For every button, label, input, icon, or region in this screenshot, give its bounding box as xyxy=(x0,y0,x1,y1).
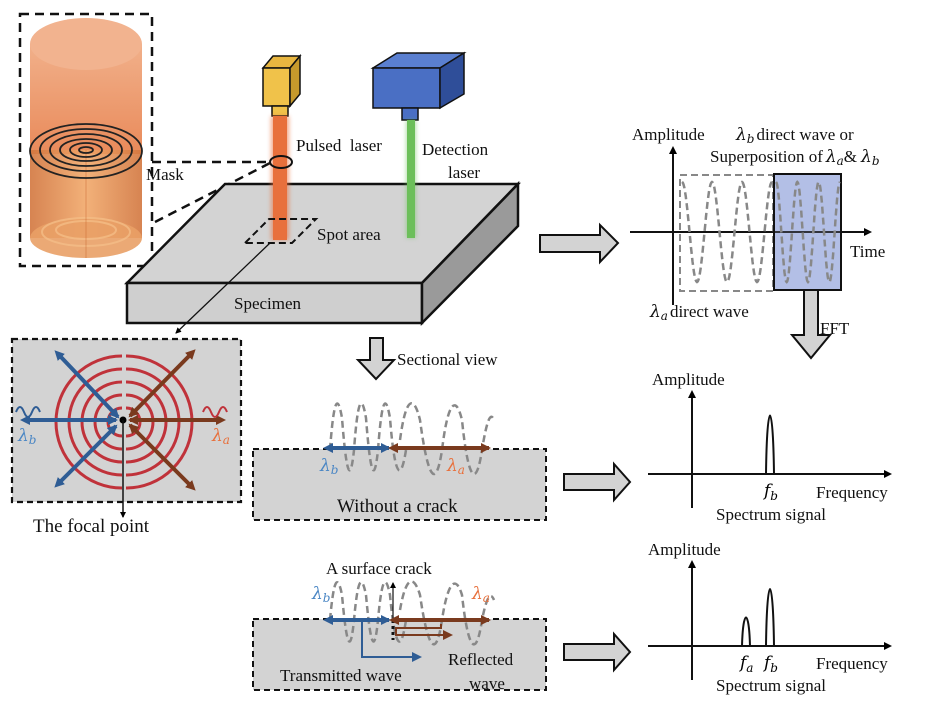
reflected-wave-label-line2: wave xyxy=(469,674,505,693)
transmitted-wave-label: Transmitted wave xyxy=(280,666,402,685)
spot-to-focal-leader xyxy=(175,242,271,334)
no-crack-lambda-b-label: λb xyxy=(319,456,338,477)
mask-rings-icon xyxy=(29,123,143,179)
spec1-caption: Spectrum signal xyxy=(716,505,826,524)
laser-beam-cylinder-icon xyxy=(30,18,142,258)
focal-lambda-a-label: λa xyxy=(211,426,230,447)
mask-label: Mask xyxy=(146,165,184,184)
mask-leader-bottom xyxy=(154,160,273,224)
pulsed-laser-head-icon xyxy=(261,53,302,117)
time-x-axis-label: Time xyxy=(850,242,885,261)
fft-label: FFT xyxy=(820,319,850,338)
detection-laser-head-icon xyxy=(370,51,467,121)
focal-point-caption: The focal point xyxy=(33,516,150,537)
spec1-x-axis-label: Frequency xyxy=(816,483,888,502)
no-crack-panel-border xyxy=(252,448,547,521)
time-wave-series-1 xyxy=(681,180,773,284)
spot-area-label: Spot area xyxy=(317,225,381,244)
specimen-label: Specimen xyxy=(234,294,302,313)
time-y-axis-label: Amplitude xyxy=(632,125,705,144)
crack-panel: λb λa Transmitted wave Reflected wave xyxy=(252,580,547,693)
mask-panel-border xyxy=(18,12,154,268)
detection-laser-label-line1: Detection xyxy=(422,140,489,159)
lambda-a-window xyxy=(679,174,774,292)
lambda-b-wave-icon xyxy=(15,406,41,418)
spectrum-peak-fb xyxy=(765,414,775,475)
crack-lambda-a-label: λa xyxy=(471,584,490,605)
focal-lambda-b-label: λb xyxy=(17,426,36,447)
spectrum-tick-label-fb: fb xyxy=(762,481,778,503)
lambda-a-arrows xyxy=(128,349,226,491)
spec2-x-axis-label: Frequency xyxy=(816,654,888,673)
spectrum-chart-no-crack: Amplitude Frequency Spectrum signal fb xyxy=(648,370,892,524)
spectrum-tick-label-fb: fb xyxy=(762,653,778,675)
to-time-signal-arrow xyxy=(539,222,620,265)
crack-lambda-b-label: λb xyxy=(311,584,330,605)
detection-laser-beam xyxy=(407,120,415,238)
sectional-view-arrow xyxy=(355,337,397,381)
time-wave-series-2 xyxy=(775,180,841,284)
fft-arrow xyxy=(789,289,833,360)
spec1-y-axis-label: Amplitude xyxy=(652,370,725,389)
to-spectrum-2-arrow xyxy=(563,631,632,673)
no-crack-caption: Without a crack xyxy=(337,496,458,517)
no-crack-panel: λb λa Without a crack xyxy=(252,401,547,521)
reflected-wave-label-line1: Reflected xyxy=(448,650,514,669)
specimen-block xyxy=(124,180,521,327)
lambda-b-arrows xyxy=(20,350,120,488)
specimen-side-face xyxy=(420,180,520,327)
beam-cross-section-marker xyxy=(269,155,293,169)
pulsed-laser-beam xyxy=(273,116,287,240)
surface-crack-title: A surface crack xyxy=(326,559,432,578)
spec2-y-axis-label: Amplitude xyxy=(648,540,721,559)
spectrum-peak-fb xyxy=(765,588,775,647)
lambda-a-wave-icon xyxy=(202,406,228,418)
spec2-caption: Spectrum signal xyxy=(716,676,826,695)
spot-area-outline xyxy=(242,218,319,244)
no-crack-lambda-a-label: λa xyxy=(446,456,465,477)
pulsed-laser-label: Pulsed laser xyxy=(296,136,382,155)
detection-laser-label-line2: laser xyxy=(448,163,480,182)
spectrum-peak-fa xyxy=(741,616,751,647)
reflected-wave-arrow xyxy=(395,624,453,640)
transmitted-wave-arrow xyxy=(361,620,422,662)
to-spectrum-1-arrow xyxy=(563,461,632,503)
spectrum-tick-label-fa: fa xyxy=(738,653,753,675)
sectional-view-label: Sectional view xyxy=(397,350,498,369)
mask-panel xyxy=(18,12,154,268)
crack-panel-border xyxy=(252,618,547,691)
focal-point-panel: λb λa xyxy=(10,337,243,504)
